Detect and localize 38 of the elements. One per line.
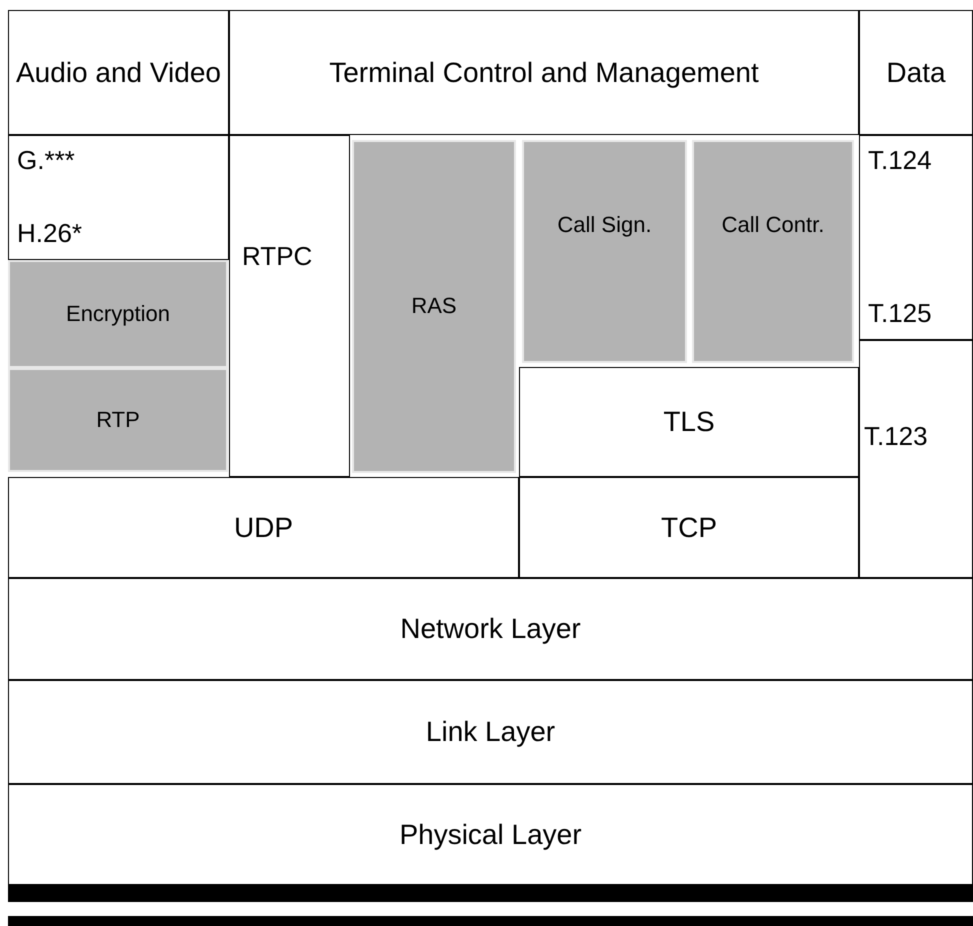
shaded-protocol-box xyxy=(8,260,228,368)
protocol-box xyxy=(859,135,973,340)
box-label: RAS xyxy=(411,293,457,320)
box-label: RTP xyxy=(96,406,140,434)
protocol-box xyxy=(859,10,973,135)
protocol-box xyxy=(8,477,519,578)
shaded-protocol-box xyxy=(352,140,516,473)
box-label: Audio and Video xyxy=(16,56,221,90)
protocol-box xyxy=(859,340,973,578)
box-label: T.124 xyxy=(868,144,932,177)
box-label: Encryption xyxy=(66,300,170,328)
box-label: Link Layer xyxy=(426,715,556,749)
box-label: Data xyxy=(886,56,946,90)
box-label: TCP xyxy=(661,510,717,544)
box-label: Terminal Control and Management xyxy=(329,56,759,90)
box-label: G.*** xyxy=(17,144,75,177)
box-label: Network Layer xyxy=(400,612,581,646)
shaded-protocol-box xyxy=(8,368,228,472)
protocol-box xyxy=(229,135,350,477)
box-label: T.123 xyxy=(864,421,928,452)
box-label: TLS xyxy=(663,405,715,439)
protocol-box xyxy=(229,10,859,135)
protocol-box xyxy=(519,367,859,477)
shaded-protocol-box xyxy=(692,140,854,363)
box-label: Call Sign. xyxy=(557,212,652,238)
protocol-box xyxy=(8,10,229,135)
protocol-box xyxy=(8,578,973,680)
shaded-protocol-box xyxy=(522,140,687,363)
box-label: RTPC xyxy=(242,241,312,272)
protocol-box xyxy=(8,680,973,784)
box-label: Physical Layer xyxy=(399,818,582,852)
protocol-box xyxy=(8,784,973,885)
box-label: H.26* xyxy=(17,217,82,250)
protocol-box xyxy=(519,477,859,578)
box-label: Call Contr. xyxy=(722,212,824,238)
box-label: T.125 xyxy=(868,297,932,330)
protocol-box xyxy=(8,135,229,260)
box-label: UDP xyxy=(234,510,294,544)
